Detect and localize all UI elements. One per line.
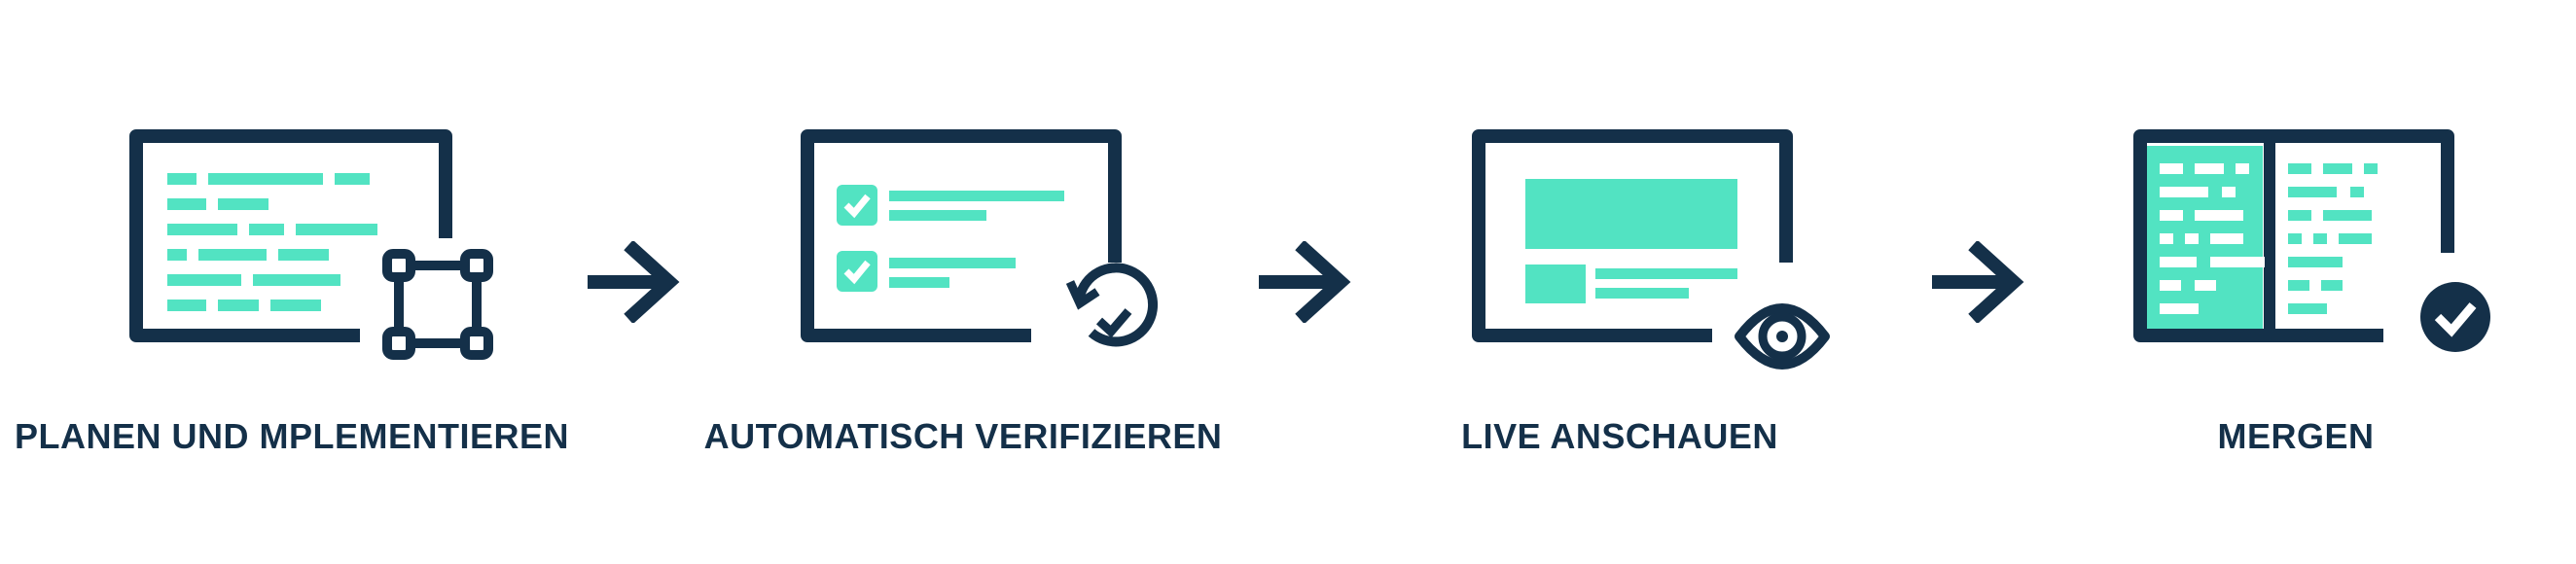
- checklist-with-refresh-icon: [801, 129, 1159, 347]
- refresh-icon: [1065, 263, 1159, 347]
- check-circle-icon: [2413, 274, 2498, 360]
- selection-handles-icon: [382, 249, 493, 360]
- split-editor-with-check-icon: [2133, 129, 2498, 360]
- step-label: MERGEN: [2217, 416, 2375, 456]
- step-live-preview: LIVE ANSCHAUEN: [1352, 0, 1994, 564]
- preview-window-with-eye-icon: [1472, 129, 1830, 370]
- step-merge: MERGEN: [2023, 0, 2568, 564]
- step-label: LIVE ANSCHAUEN: [1461, 416, 1778, 456]
- step-label: AUTOMATISCH VERIFIZIEREN: [703, 416, 1223, 456]
- step-auto-verify: AUTOMATISCH VERIFIZIEREN: [681, 0, 1323, 564]
- step-plan-implement: PLANEN UND MPLEMENTIEREN: [0, 0, 642, 564]
- arrow-right-icon: [1259, 241, 1351, 323]
- step-label: PLANEN UND MPLEMENTIEREN: [14, 416, 570, 456]
- arrow-right-icon: [1932, 241, 2024, 323]
- code-editor-with-selection-icon: [129, 129, 493, 360]
- arrow-right-icon: [588, 241, 680, 323]
- eye-icon: [1735, 303, 1830, 370]
